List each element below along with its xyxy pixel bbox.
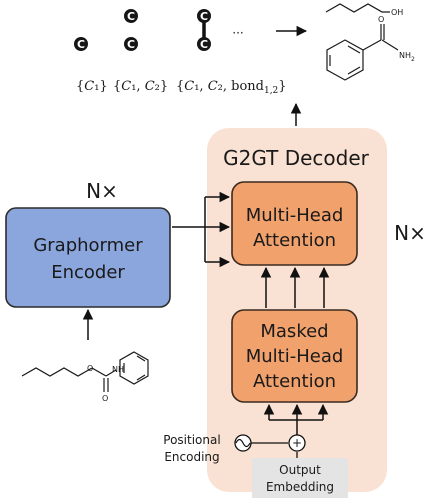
masked-attention-box xyxy=(231,309,358,403)
mha-label-line2: Attention xyxy=(253,230,336,251)
decoder-nx-label: N× xyxy=(394,221,426,245)
svg-text:+: + xyxy=(292,436,302,450)
svg-text:C: C xyxy=(200,10,208,23)
multi-head-attention-box xyxy=(231,181,358,266)
masked-label-line1: Masked xyxy=(260,321,328,342)
graph-ellipsis: ··· xyxy=(232,26,243,40)
graph-sequence: C C C C C ··· xyxy=(74,9,308,51)
carbonyl-o-label: O xyxy=(378,15,384,24)
input-to-masked-arrows xyxy=(263,403,329,436)
svg-text:C: C xyxy=(77,38,85,51)
encoder-label-line1: Graphormer xyxy=(33,235,143,256)
graph-node-c2-c: C xyxy=(197,37,211,51)
output-embedding-line2: Embedding xyxy=(266,480,334,494)
graph-node-c1-a: C xyxy=(74,37,88,51)
masked-label-line3: Attention xyxy=(253,371,336,392)
add-icon: + xyxy=(288,434,306,452)
output-embedding-box xyxy=(252,458,348,498)
graphormer-encoder-box xyxy=(5,207,171,308)
svg-text:C: C xyxy=(200,38,208,51)
carbonyl-o2-label: O xyxy=(102,394,108,403)
butanol-molecule xyxy=(325,3,390,13)
benzamide-molecule xyxy=(326,24,399,81)
graph-node-c1-b: C xyxy=(124,9,138,23)
oh-label: OH xyxy=(391,8,403,17)
masked-to-mha-arrows xyxy=(260,266,330,308)
output-embedding-line1: Output xyxy=(279,463,321,477)
input-molecule xyxy=(21,351,149,392)
masked-label-line2: Multi-Head xyxy=(246,346,344,367)
encoder-label-line2: Encoder xyxy=(51,262,125,283)
graph-node-c2-b: C xyxy=(124,37,138,51)
svg-text:C: C xyxy=(127,10,135,23)
mha-label-line1: Multi-Head xyxy=(246,205,344,226)
sine-wave-icon xyxy=(234,434,252,452)
encoder-nx-label: N× xyxy=(86,179,118,203)
positional-label-line2: Encoding xyxy=(164,450,219,464)
svg-text:C: C xyxy=(127,38,135,51)
ester-o-label: O xyxy=(87,364,93,373)
sequence-label: {𝐶₁} {𝐶₁, 𝐶₂} {𝐶₁, 𝐶₂, bond1,2} xyxy=(76,79,287,96)
encoder-to-mha-arrows xyxy=(172,191,231,268)
decoder-title: G2GT Decoder xyxy=(223,146,370,170)
positional-label-line1: Positional xyxy=(163,433,220,447)
amide-nh2-label: NH2 xyxy=(399,51,415,63)
graph-node-c1-c: C xyxy=(197,9,211,23)
nh-label: NH xyxy=(112,365,124,374)
